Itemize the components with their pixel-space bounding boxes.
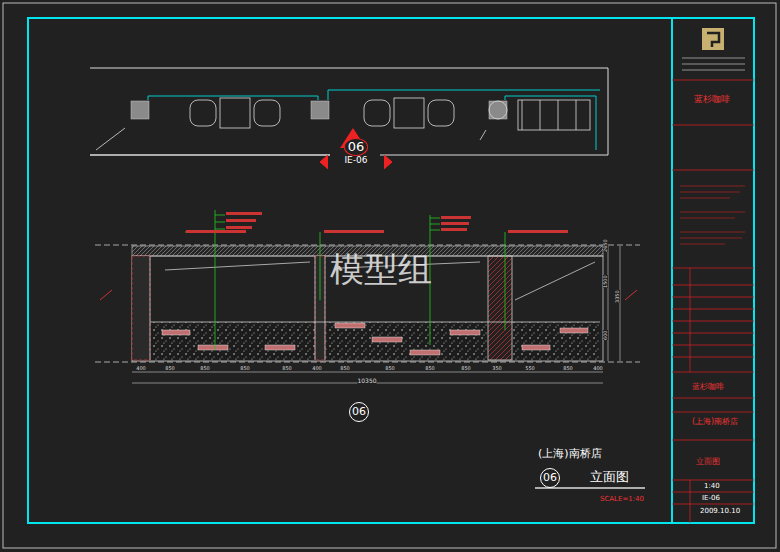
- dimension: 550: [525, 366, 535, 371]
- brand-name: 蓝杉咖啡: [692, 383, 724, 391]
- dimension: 2650: [603, 239, 608, 252]
- dimension: 850: [385, 366, 395, 371]
- section-callout: 06IE-06: [333, 132, 379, 172]
- dimension: 850: [425, 366, 435, 371]
- dimension: 850: [240, 366, 250, 371]
- dimension: 10350: [357, 378, 376, 384]
- callout-number: 06: [543, 472, 557, 484]
- scale-value: 1:40: [704, 483, 720, 490]
- project-name: (上海)南桥店: [692, 418, 738, 426]
- sheet-number: IE-06: [702, 495, 720, 502]
- dimension: 400: [593, 366, 603, 371]
- dimension: 1500: [603, 275, 608, 288]
- scale-note: SCALE=1:40: [600, 496, 644, 503]
- callout-circle: 06: [349, 402, 369, 422]
- dimension: 400: [136, 366, 146, 371]
- dimension: 350: [492, 366, 502, 371]
- drawing-name: 立面图: [696, 458, 720, 466]
- project-caption: (上海)南桥店: [538, 448, 602, 459]
- dimension: 400: [312, 366, 322, 371]
- watermark: 模型组: [330, 252, 432, 286]
- sheet-number: IE-06: [342, 156, 369, 165]
- dimension: 850: [340, 366, 350, 371]
- dimension: 850: [200, 366, 210, 371]
- dimension: 850: [165, 366, 175, 371]
- dimension: 600: [603, 330, 608, 340]
- callout-circle: 06: [540, 468, 560, 488]
- callout-number: 06: [352, 406, 366, 418]
- callout-number: 06: [344, 138, 369, 156]
- dimension: 3350: [615, 290, 620, 303]
- date-value: 2009.10.10: [700, 508, 740, 515]
- brand-name: 蓝杉咖啡: [694, 95, 730, 104]
- drawing-title: 立面图: [590, 470, 629, 483]
- dimension: 850: [282, 366, 292, 371]
- dimension: 850: [461, 366, 471, 371]
- dimension: 850: [563, 366, 573, 371]
